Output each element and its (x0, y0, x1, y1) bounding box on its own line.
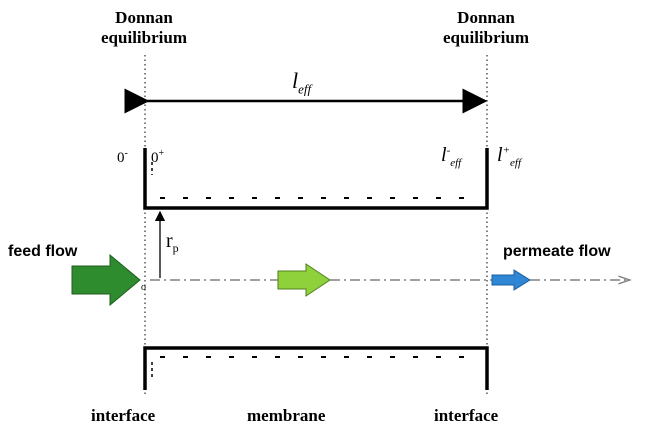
right-boundary-minus-label: l-eff (441, 144, 462, 169)
membrane-label: membrane (247, 406, 326, 425)
feed-flow-label: feed flow (8, 243, 78, 260)
right-boundary-plus-label: l+eff (497, 144, 521, 169)
permeate-flow-arrow (491, 269, 531, 291)
right-donnan-label: Donnan equilibrium (443, 8, 529, 47)
left-interface-label: interface (91, 406, 156, 425)
left-boundary-plus-label: 0+ (151, 148, 165, 166)
effective-length-label: leff (292, 68, 312, 97)
feed-flow-arrow (71, 253, 141, 307)
left-boundary-minus-label: 0- (117, 148, 128, 166)
bottom-membrane-wall (143, 346, 489, 390)
membrane-flow-arrow (277, 263, 331, 297)
top-membrane-wall (143, 148, 489, 210)
right-interface-label: interface (434, 406, 499, 425)
origin-mark: o (141, 282, 146, 293)
pore-radius-label: rp (166, 230, 179, 255)
left-donnan-label: Donnan equilibrium (101, 8, 187, 47)
permeate-flow-label: permeate flow (503, 243, 611, 260)
